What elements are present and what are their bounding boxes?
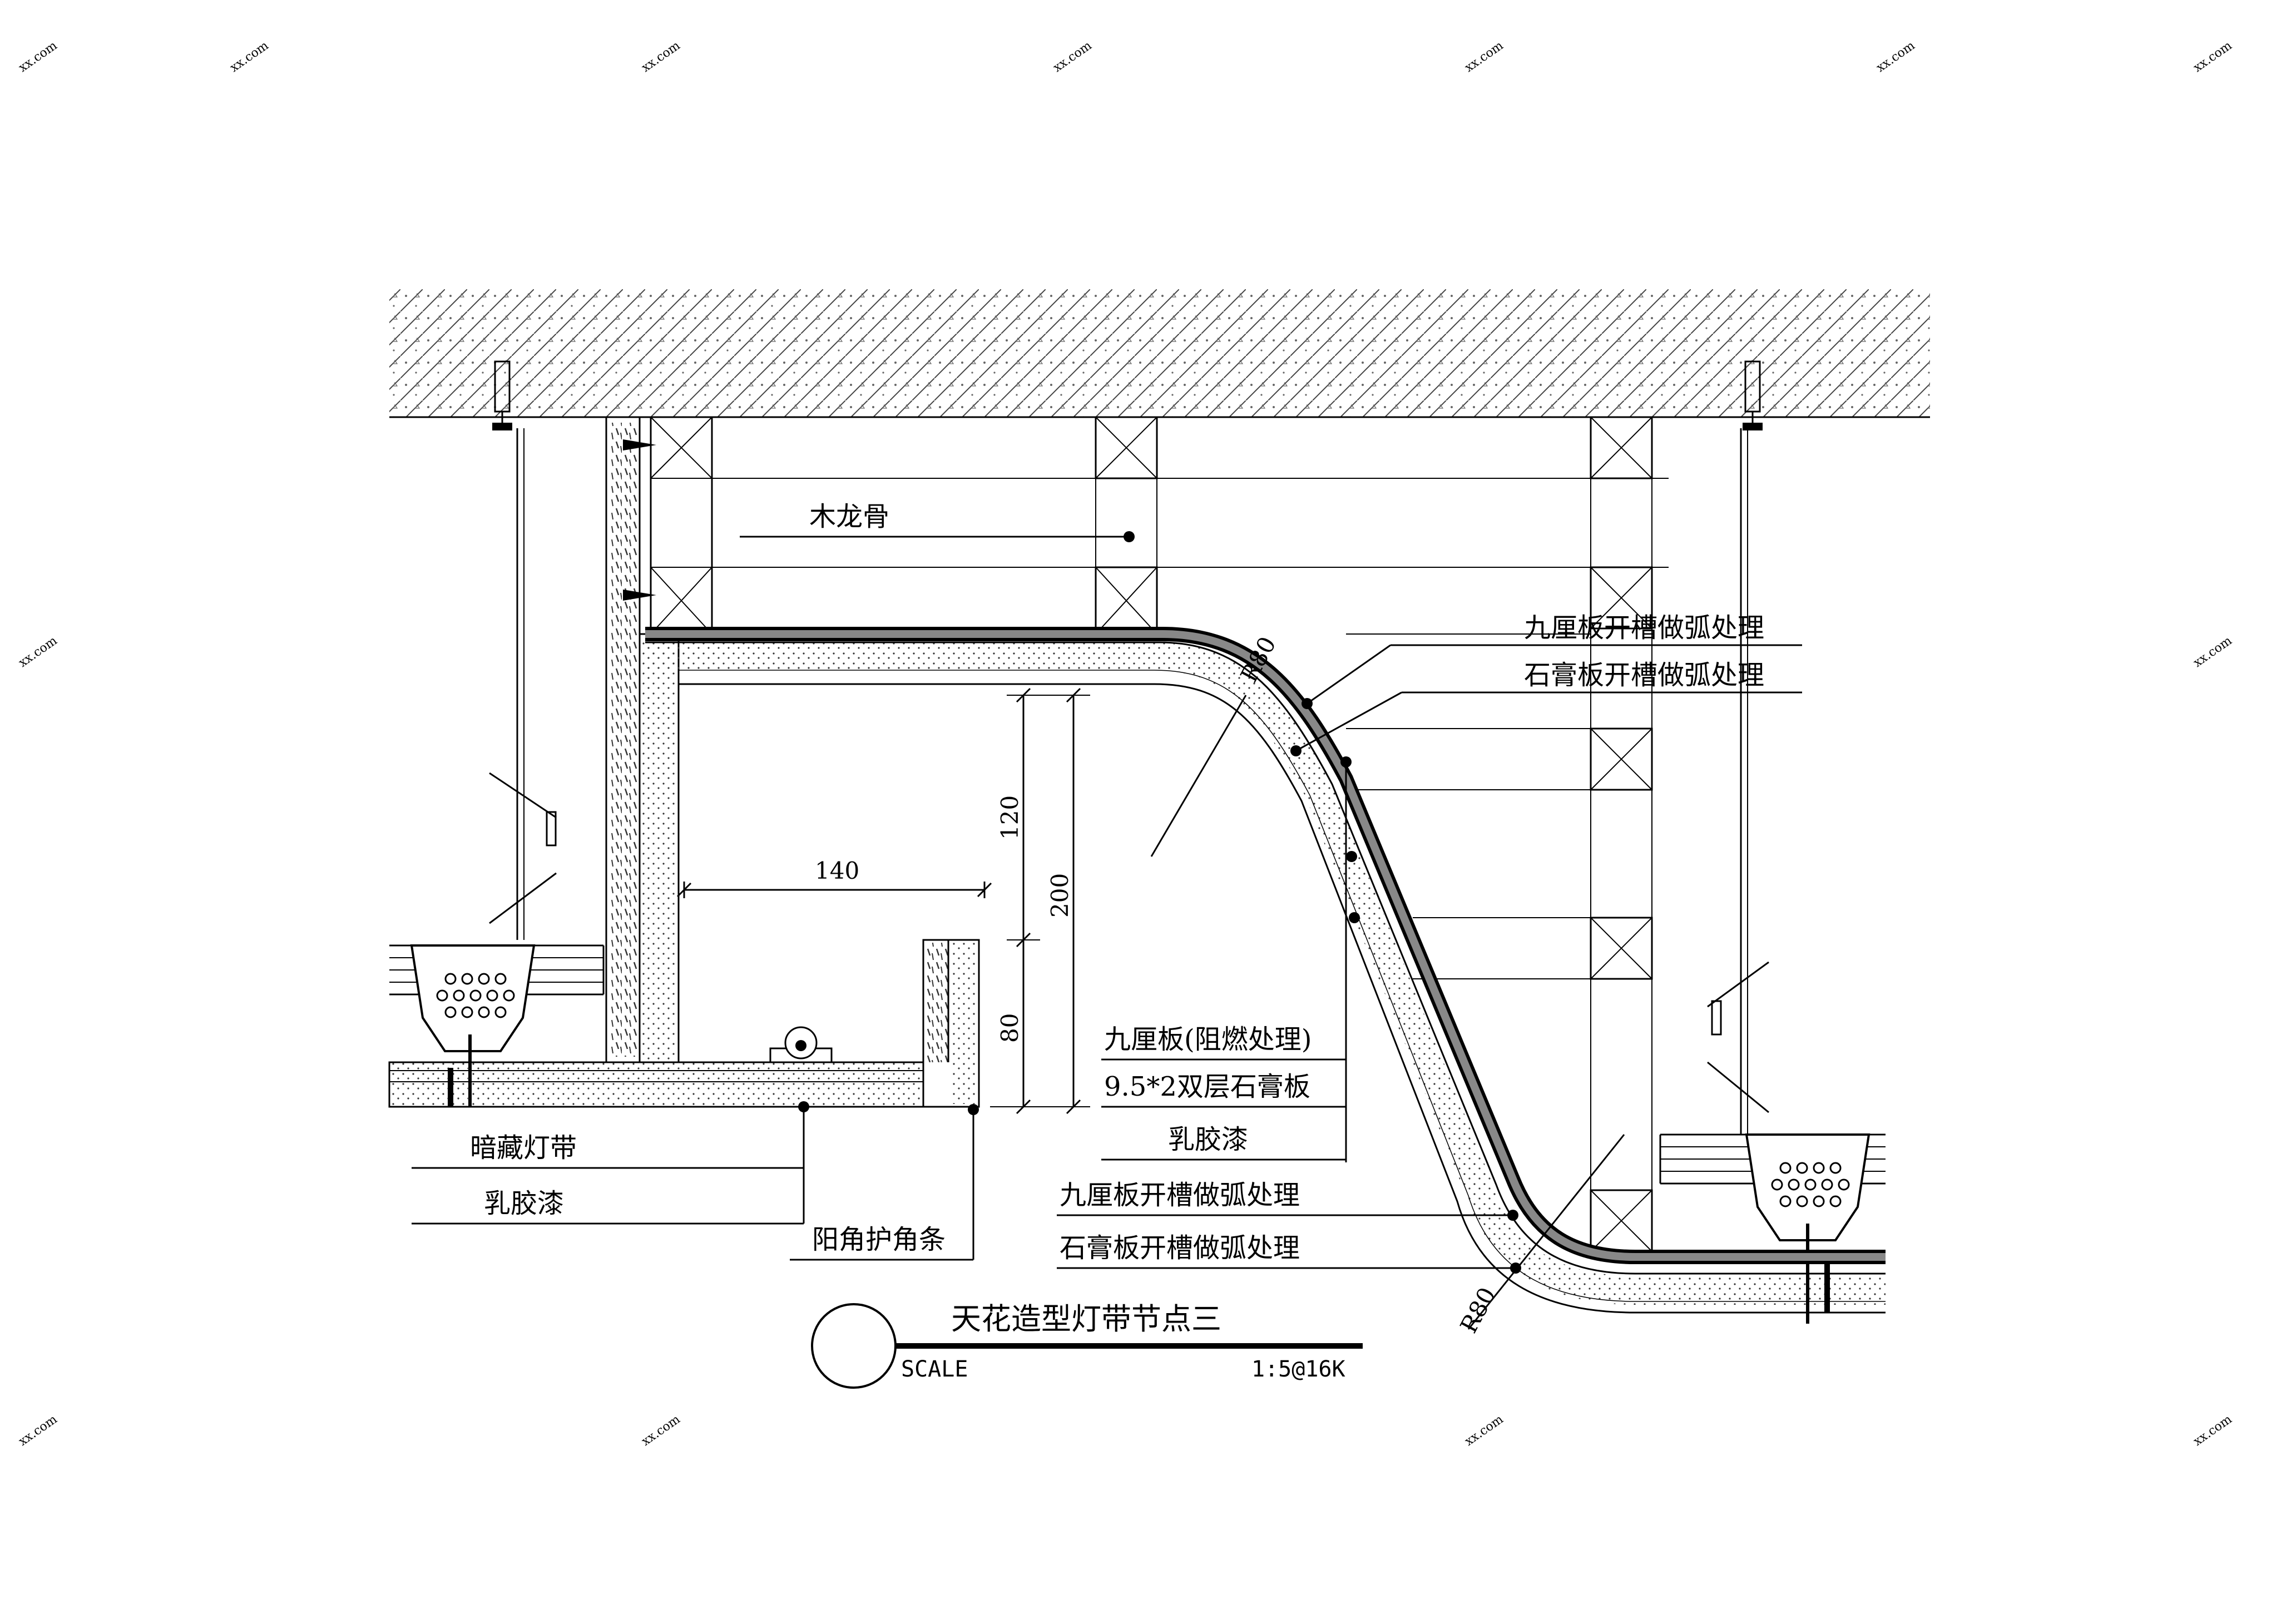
svg-text:xx.com: xx.com xyxy=(1874,38,1918,75)
label-gypsum-groove-top: 石膏板开槽做弧处理 xyxy=(1524,660,1764,691)
wood-keel-grid xyxy=(650,416,1669,1252)
curved-gypsum-layer xyxy=(645,641,1886,1314)
bottom-ceiling-board xyxy=(388,1061,980,1108)
scale-label: SCALE xyxy=(901,1356,968,1382)
vertical-plywood-wall xyxy=(605,416,680,1063)
light-trough-upstand xyxy=(922,939,980,1108)
dimension-lines xyxy=(676,687,1090,1115)
svg-text:xx.com: xx.com xyxy=(2191,1412,2235,1448)
radius-leader-top xyxy=(1150,695,1247,857)
svg-text:xx.com: xx.com xyxy=(1051,38,1095,75)
expansion-bolt-left xyxy=(492,360,512,430)
main-keel-left xyxy=(389,944,605,1107)
label-gypsum-groove-bottom: 石膏板开槽做弧处理 xyxy=(1060,1232,1300,1264)
label-plywood-fire: 九厘板(阻燃处理) xyxy=(1104,1024,1312,1055)
label-plywood-groove-bottom: 九厘板开槽做弧处理 xyxy=(1060,1180,1300,1211)
svg-text:xx.com: xx.com xyxy=(16,38,60,75)
label-wood-keel: 木龙骨 xyxy=(809,501,889,532)
svg-text:xx.com: xx.com xyxy=(1462,38,1506,75)
svg-text:xx.com: xx.com xyxy=(639,1412,683,1448)
label-latex-paint-left: 乳胶漆 xyxy=(484,1188,564,1219)
ceiling-screws xyxy=(448,1068,1830,1313)
dim-height-120: 120 xyxy=(996,795,1023,840)
svg-text:xx.com: xx.com xyxy=(1462,1412,1506,1448)
label-latex-paint-right: 乳胶漆 xyxy=(1168,1124,1248,1155)
svg-text:xx.com: xx.com xyxy=(2191,633,2235,670)
svg-text:xx.com: xx.com xyxy=(2191,38,2235,75)
label-corner-guard: 阳角护角条 xyxy=(812,1224,946,1255)
svg-text:xx.com: xx.com xyxy=(16,633,60,670)
curved-plywood-layer xyxy=(645,627,1886,1264)
label-plywood-groove-top: 九厘板开槽做弧处理 xyxy=(1524,612,1764,643)
main-keel-right xyxy=(1659,1133,1886,1324)
leader-lines xyxy=(412,531,1802,1274)
title-block xyxy=(811,1303,1363,1389)
dim-height-80: 80 xyxy=(996,1013,1023,1043)
dim-height-200: 200 xyxy=(1046,873,1073,918)
hanger-rod-right xyxy=(1707,428,1769,1135)
svg-text:xx.com: xx.com xyxy=(16,1412,60,1448)
label-double-gypsum: 9.5*2双层石膏板 xyxy=(1104,1071,1310,1102)
dim-width-140: 140 xyxy=(815,857,859,884)
hanger-rod-left xyxy=(489,428,557,940)
svg-text:xx.com: xx.com xyxy=(639,38,683,75)
drawing-title: 天花造型灯带节点三 xyxy=(951,1301,1221,1336)
scale-value: 1:5@16K xyxy=(1251,1356,1345,1382)
concrete-slab xyxy=(389,289,1930,418)
svg-text:xx.com: xx.com xyxy=(227,38,271,75)
led-light-fixture xyxy=(769,1026,833,1063)
label-hidden-light-strip: 暗藏灯带 xyxy=(470,1132,577,1163)
radius-leader-bottom xyxy=(1467,1134,1625,1330)
dim-radius-bottom: R80 xyxy=(1455,1283,1501,1338)
